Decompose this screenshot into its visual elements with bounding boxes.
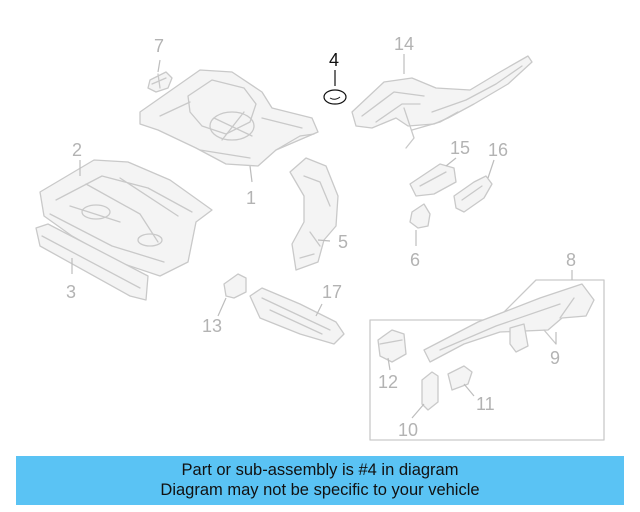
callout-8[interactable]: 8 [566,250,576,270]
callout-2[interactable]: 2 [72,140,82,160]
part-6-gusset [409,203,431,229]
part-2-front-floor [39,159,213,277]
part-bracket-inner [509,323,529,353]
callout-labels: 7 1 2 3 4 5 6 14 15 16 8 9 13 17 12 10 1… [66,34,576,440]
part-11-clip [447,365,473,391]
banner-line-2: Diagram may not be specific to your vehi… [160,481,480,499]
callout-12[interactable]: 12 [378,372,398,392]
banner-line-1: Part or sub-assembly is #4 in diagram [181,461,459,479]
callout-17[interactable]: 17 [322,282,342,302]
part-5-pillar [289,157,339,271]
callout-7[interactable]: 7 [154,36,164,56]
part-14-rear-rail [351,55,533,149]
part-16-bracket [453,175,493,213]
info-banner: Part or sub-assembly is #4 in diagram Di… [16,456,624,505]
part-15-bracket [409,163,457,197]
leader-lines [71,54,573,419]
parts-diagram: 7 1 2 3 4 5 6 14 15 16 8 9 13 17 12 10 1… [35,34,605,441]
part-3-crossmember [35,223,149,301]
callout-9[interactable]: 9 [550,348,560,368]
callout-15[interactable]: 15 [450,138,470,158]
part-10-plate [421,371,439,411]
callout-4[interactable]: 4 [329,50,339,70]
part-4-plug [323,89,347,105]
callout-1[interactable]: 1 [246,188,256,208]
callout-5[interactable]: 5 [338,232,348,252]
callout-16[interactable]: 16 [488,140,508,160]
callout-11[interactable]: 11 [476,394,495,414]
part-1-rear-floor [139,69,319,167]
part-17-reinforcement [249,287,345,345]
callout-14[interactable]: 14 [394,34,414,54]
part-12-bracket [377,329,407,363]
part-7-bracket [147,71,173,93]
callout-3[interactable]: 3 [66,282,76,302]
part-9-side-rail [423,283,595,363]
callout-13[interactable]: 13 [202,316,222,336]
callout-6[interactable]: 6 [410,250,420,270]
part-13-bracket [223,273,247,299]
callout-10[interactable]: 10 [398,420,418,440]
